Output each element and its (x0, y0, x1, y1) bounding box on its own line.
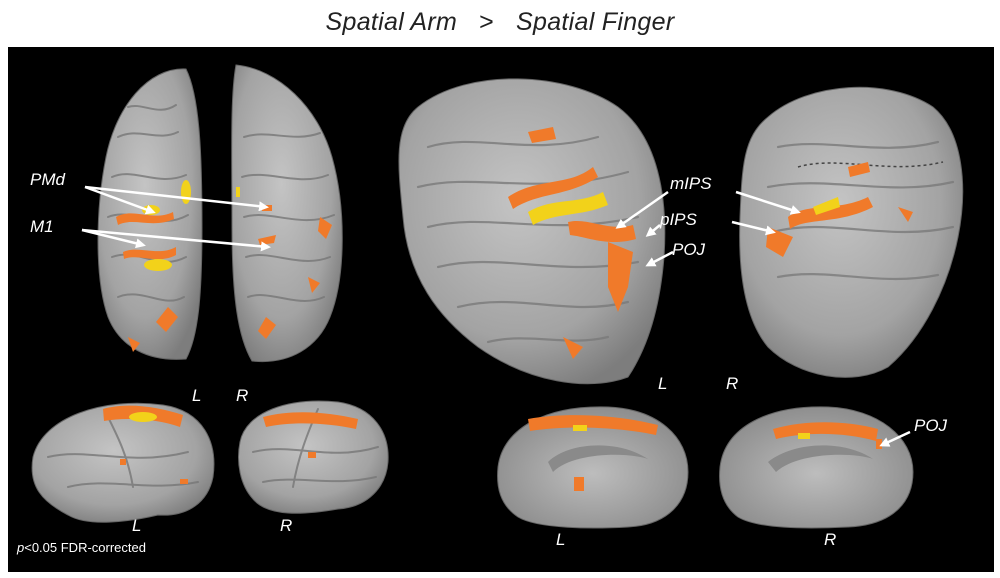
arrow-m1-right (81, 228, 271, 252)
arrow-poj-left (645, 250, 674, 267)
label-medial-left: L (556, 530, 566, 549)
brain-figure-panel: PMd M1 mIPS pIPS POJ POJ L R L R L R L R… (8, 47, 994, 572)
title-left: Spatial Arm (325, 7, 458, 36)
label-posterior-left: L (658, 374, 668, 393)
arrow-m1-left (81, 228, 146, 249)
figure-title: Spatial Arm > Spatial Finger (0, 0, 1000, 44)
arrow-pmd-left (84, 185, 156, 215)
label-mips: mIPS (670, 174, 712, 193)
label-top-view-left: L (192, 386, 202, 405)
medial-view-right-hemisphere (719, 406, 914, 529)
top-view-left-hemisphere (97, 68, 203, 360)
threshold-note-text: <0.05 FDR-corrected (24, 540, 146, 555)
arrow-mips-right (735, 190, 801, 215)
lateral-view-right-hemisphere (238, 400, 389, 514)
label-pips: pIPS (660, 210, 697, 229)
lateral-view-left-hemisphere (31, 402, 215, 523)
arrow-mips-left (615, 190, 669, 229)
arrow-pmd-right (84, 185, 269, 212)
arrow-pips-right (731, 220, 776, 236)
label-poj-medial: POJ (914, 416, 948, 435)
label-lateral-right: R (280, 516, 293, 535)
top-view-right-hemisphere (231, 64, 343, 363)
brain-renderings (31, 64, 964, 529)
medial-view-left-hemisphere (497, 406, 689, 529)
annotation-arrows (81, 185, 911, 447)
label-top-view-right: R (236, 386, 249, 405)
oblique-view-left-hemisphere (398, 78, 666, 385)
title-operator: > (479, 7, 495, 36)
label-pmd: PMd (30, 170, 65, 189)
label-medial-right: R (824, 530, 837, 549)
threshold-note: p<0.05 FDR-corrected (17, 540, 146, 555)
threshold-note-p: p (17, 540, 25, 555)
title-right: Spatial Finger (516, 7, 675, 36)
oblique-view-right-hemisphere (739, 86, 964, 378)
arrow-pips-left (645, 224, 661, 237)
arrow-poj-medial (879, 430, 911, 447)
label-posterior-right: R (726, 374, 739, 393)
label-m1: M1 (30, 217, 54, 236)
label-poj-lateral: POJ (672, 240, 706, 259)
label-lateral-left: L (132, 516, 142, 535)
